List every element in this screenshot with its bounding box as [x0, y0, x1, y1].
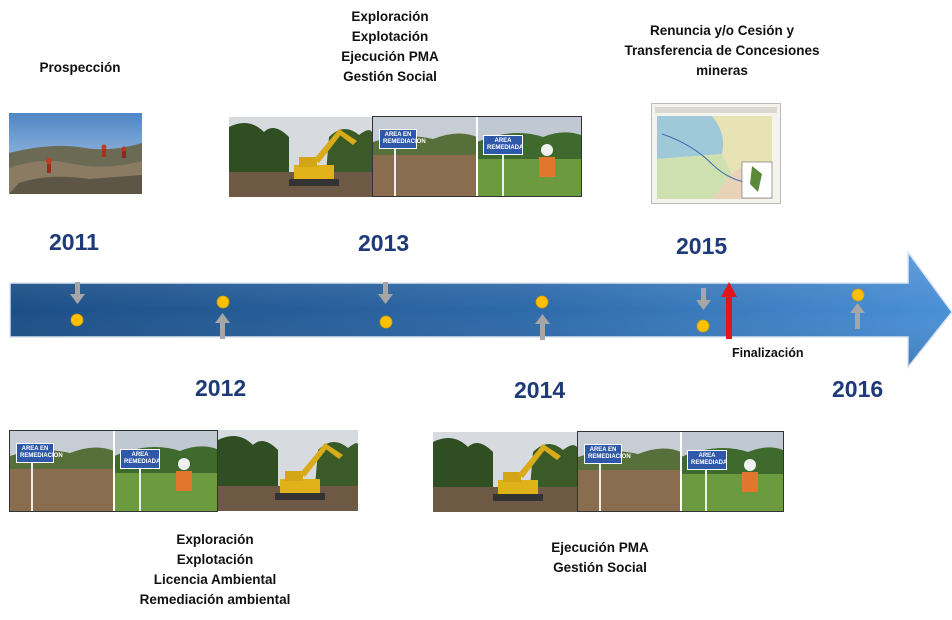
- phase-2015-label: Renuncia y/o Cesión y Transferencia de C…: [607, 21, 837, 81]
- end-arrow-icon: [721, 282, 737, 339]
- phase-line: Gestión Social: [553, 560, 647, 575]
- phase-2011-label: Prospección: [20, 58, 140, 78]
- remediation-photo-pair: AREA EN REMEDIACION AREA REMEDIADA: [577, 431, 784, 512]
- remediated-sign: AREA REMEDIADA: [120, 449, 160, 469]
- phase-line: Prospección: [39, 60, 121, 75]
- milestone-dot: [70, 313, 84, 327]
- phase-line: Exploración: [176, 532, 254, 547]
- milestone-dot: [696, 319, 710, 333]
- phase-line: Explotación: [351, 29, 429, 44]
- concession-map: [651, 103, 781, 204]
- remediation-photo-pair: AREA EN REMEDIACION AREA REMEDIADA: [372, 116, 582, 197]
- phase-2012-label: Exploración Explotación Licencia Ambient…: [120, 530, 310, 610]
- milestone-dot: [535, 295, 549, 309]
- year-2012: 2012: [195, 375, 247, 401]
- prospection-photo: [9, 113, 142, 194]
- phase-line: Ejecución PMA: [551, 540, 649, 555]
- remediation-sign: AREA EN REMEDIACION: [16, 443, 63, 463]
- year-2011: 2011: [49, 229, 99, 255]
- down-arrow-icon: [70, 282, 85, 304]
- excavator-photo: [433, 432, 577, 512]
- phase-line: Licencia Ambiental: [153, 572, 277, 587]
- phase-2014-label: Ejecución PMA Gestión Social: [520, 538, 680, 578]
- phase-line: Gestión Social: [343, 69, 437, 84]
- excavator-photo: [229, 117, 372, 197]
- milestone-dot: [216, 295, 230, 309]
- down-arrow-icon: [378, 282, 393, 304]
- phase-line: Explotación: [176, 552, 254, 567]
- timeline-markers: [70, 282, 865, 340]
- phase-line: Ejecución PMA: [341, 49, 439, 64]
- remediation-sign: AREA EN REMEDIACION: [584, 444, 631, 464]
- phase-2013-label: Exploración Explotación Ejecución PMA Ge…: [320, 7, 460, 87]
- timeline-arrow: [9, 249, 952, 370]
- up-arrow-icon: [850, 303, 865, 329]
- phase-line: Renuncia y/o Cesión y: [649, 23, 795, 38]
- down-arrow-icon: [696, 288, 711, 310]
- remediated-sign: AREA REMEDIADA: [483, 135, 523, 155]
- remediation-sign: AREA EN REMEDIACION: [379, 129, 426, 149]
- phase-line: Exploración: [351, 9, 429, 24]
- year-2014: 2014: [514, 377, 566, 403]
- year-2016: 2016: [832, 376, 884, 402]
- excavator-photo: [218, 430, 358, 511]
- milestone-dot: [851, 288, 865, 302]
- phase-line: mineras: [696, 63, 748, 78]
- phase-line: Remediación ambiental: [139, 592, 291, 607]
- up-arrow-icon: [215, 313, 230, 339]
- remediation-photo-pair: AREA EN REMEDIACION AREA REMEDIADA: [9, 430, 218, 512]
- up-arrow-icon: [535, 314, 550, 340]
- year-2015: 2015: [676, 233, 728, 259]
- remediated-sign: AREA REMEDIADA: [687, 450, 727, 470]
- milestone-dot: [379, 315, 393, 329]
- year-2013: 2013: [358, 230, 410, 256]
- end-label: Finalización: [732, 346, 804, 360]
- phase-line: Transferencia de Concesiones: [624, 43, 820, 58]
